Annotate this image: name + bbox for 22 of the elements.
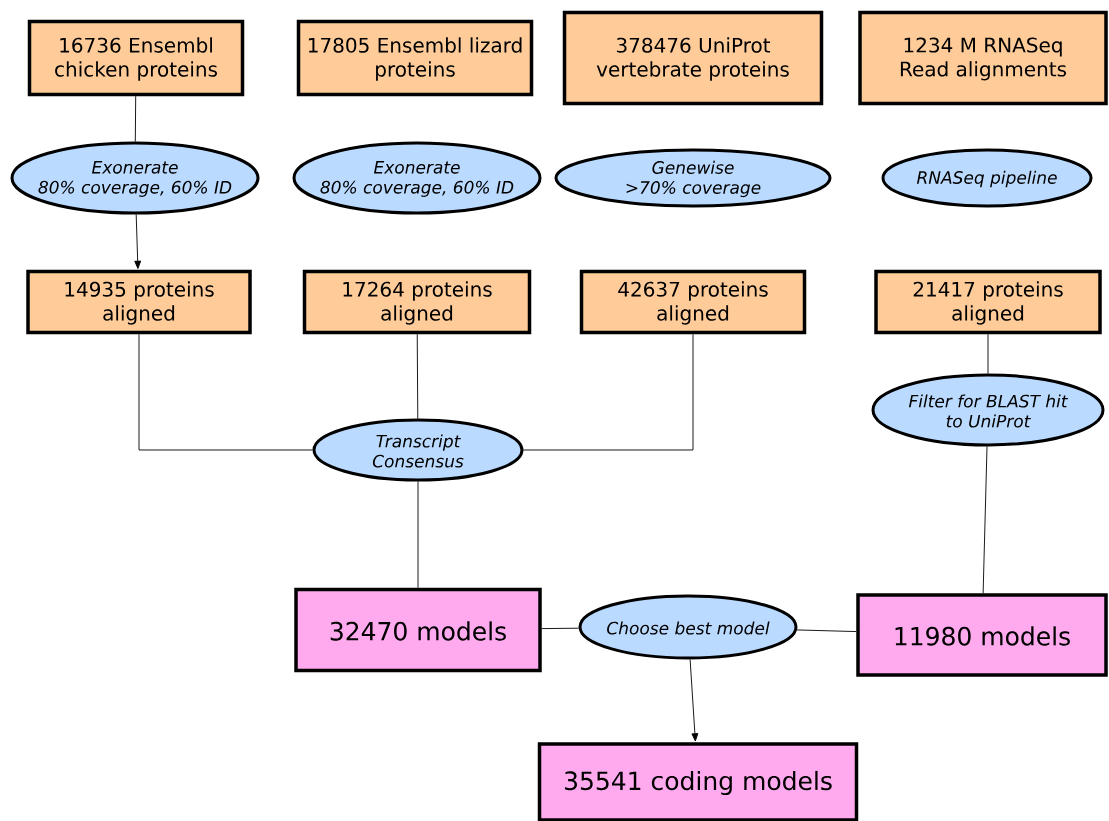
input-box: 17264 proteins aligned [302, 269, 532, 335]
input-box: 1234 M RNASeq Read alignments [858, 10, 1108, 106]
input-box: 21417 proteins aligned [874, 269, 1102, 335]
connector-line [987, 333, 989, 374]
connector-line [982, 446, 988, 594]
connector-line [541, 627, 580, 630]
result-box: 11980 models [856, 593, 1108, 677]
connector-line [138, 333, 313, 451]
input-box: 378476 UniProt vertebrate proteins [562, 10, 824, 106]
connector-line [523, 333, 694, 451]
input-box: 17805 Ensembl lizard proteins [296, 19, 534, 97]
input-box: 42637 proteins aligned [579, 269, 807, 335]
connector-line [134, 95, 137, 142]
result-box: 35541 coding models [537, 742, 859, 821]
connector-line [417, 481, 419, 589]
connector-line [416, 333, 419, 419]
input-box: 14935 proteins aligned [26, 269, 252, 335]
arrow [689, 659, 699, 742]
input-box: 16736 Ensembl chicken proteins [27, 19, 245, 97]
result-box: 32470 models [294, 587, 542, 673]
arrow [134, 214, 142, 269]
connector-line [796, 629, 857, 632]
